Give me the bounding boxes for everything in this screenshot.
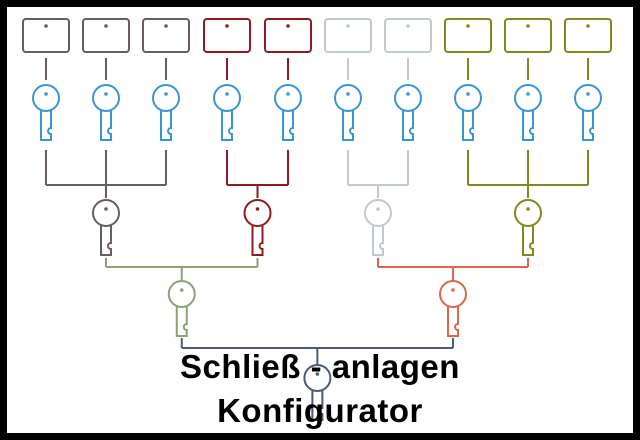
lock-keyhole-dot bbox=[346, 24, 350, 28]
group-key-icon bbox=[514, 199, 542, 256]
lock-cylinder-icon bbox=[564, 18, 612, 53]
lock-keyhole-dot bbox=[406, 24, 410, 28]
lock-cylinder-icon bbox=[142, 18, 190, 53]
master-key-icon bbox=[303, 364, 332, 421]
lock-cylinder-icon bbox=[324, 18, 372, 53]
user-key-icon bbox=[152, 84, 180, 141]
user-key-icon bbox=[92, 84, 120, 141]
lock-keyhole-dot bbox=[586, 24, 590, 28]
user-key-icon bbox=[574, 84, 602, 141]
group-key-icon bbox=[243, 199, 272, 256]
lock-keyhole-dot bbox=[44, 24, 48, 28]
title-line-2: Konfigurator bbox=[217, 392, 423, 429]
lock-cylinder-icon bbox=[384, 18, 432, 53]
lock-keyhole-dot bbox=[104, 24, 108, 28]
user-key-icon bbox=[32, 84, 60, 141]
department-key-icon bbox=[439, 280, 467, 337]
lock-keyhole-dot bbox=[164, 24, 168, 28]
group-key-icon bbox=[364, 199, 392, 256]
group-key-icon bbox=[92, 199, 120, 256]
lock-cylinder-icon bbox=[264, 18, 312, 53]
lock-keyhole-dot bbox=[526, 24, 530, 28]
lock-cylinder-icon bbox=[22, 18, 70, 53]
lock-cylinder-icon bbox=[504, 18, 552, 53]
user-key-icon bbox=[394, 84, 422, 141]
lock-cylinder-icon bbox=[82, 18, 130, 53]
lock-cylinder-icon bbox=[444, 18, 492, 53]
user-key-icon bbox=[514, 84, 542, 141]
user-key-icon bbox=[274, 84, 302, 141]
department-key-icon bbox=[167, 280, 196, 337]
lock-keyhole-dot bbox=[225, 24, 229, 28]
title-line-1: Schließ - anlagen bbox=[180, 348, 460, 385]
lock-keyhole-dot bbox=[286, 24, 290, 28]
user-key-icon bbox=[454, 84, 482, 141]
lock-keyhole-dot bbox=[466, 24, 470, 28]
user-key-icon bbox=[213, 84, 241, 141]
user-key-icon bbox=[334, 84, 362, 141]
lock-cylinder-icon bbox=[203, 18, 251, 53]
